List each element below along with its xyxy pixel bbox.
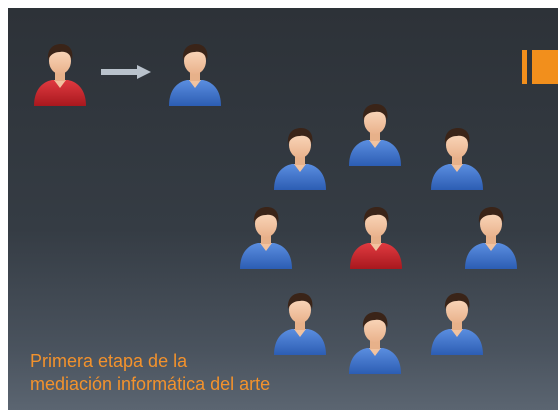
red-person-icon: [346, 201, 406, 269]
red-person-icon: [30, 38, 90, 106]
accent-block: [532, 50, 558, 84]
accent-bar: [522, 50, 527, 84]
caption-line-2: mediación informática del arte: [30, 374, 271, 394]
slide-caption: Primera etapa de la mediación informátic…: [30, 350, 390, 396]
blue-person-icon: [461, 201, 521, 269]
blue-person-icon: [270, 122, 330, 190]
blue-person-icon: [427, 122, 487, 190]
caption-line-1: Primera etapa de la: [30, 351, 188, 371]
blue-person-icon: [427, 287, 487, 355]
blue-person-icon: [270, 287, 330, 355]
blue-person-icon: [165, 38, 225, 106]
slide: Primera etapa de la mediación informátic…: [8, 8, 558, 410]
blue-person-icon: [345, 98, 405, 166]
blue-person-icon: [236, 201, 296, 269]
blue-person-icon: [345, 306, 405, 374]
right-arrow-icon: [101, 65, 151, 79]
orange-accent-block: [522, 50, 558, 84]
